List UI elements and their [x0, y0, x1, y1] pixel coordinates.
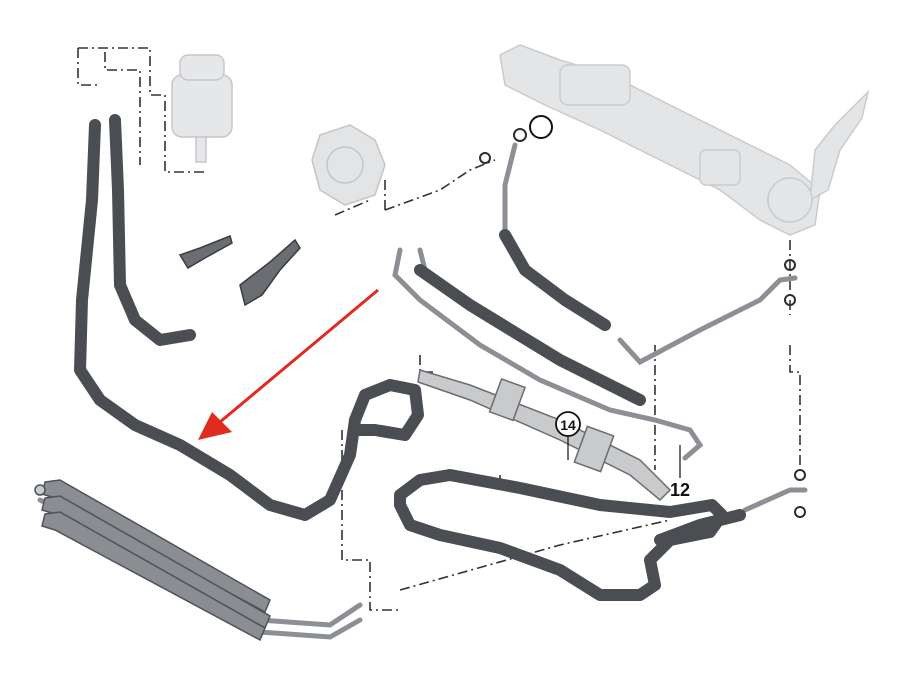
steering-rack-icon: [499, 44, 870, 236]
callout-14-label: 14: [560, 417, 576, 433]
upper-fittings: [178, 234, 301, 307]
dashed-leader-lines: [77, 47, 801, 611]
pump-icon: [311, 124, 386, 206]
red-pointer-arrow: [198, 288, 379, 440]
bracket-assembly: [417, 369, 672, 502]
o-rings: [479, 115, 806, 518]
reservoir-icon: [171, 54, 233, 163]
cooler-icon: [34, 479, 271, 642]
callout-12: 12: [670, 445, 690, 500]
callout-12-label: 12: [670, 480, 690, 500]
rubber-hoses: [74, 114, 746, 601]
callout-14: 14: [555, 411, 581, 460]
